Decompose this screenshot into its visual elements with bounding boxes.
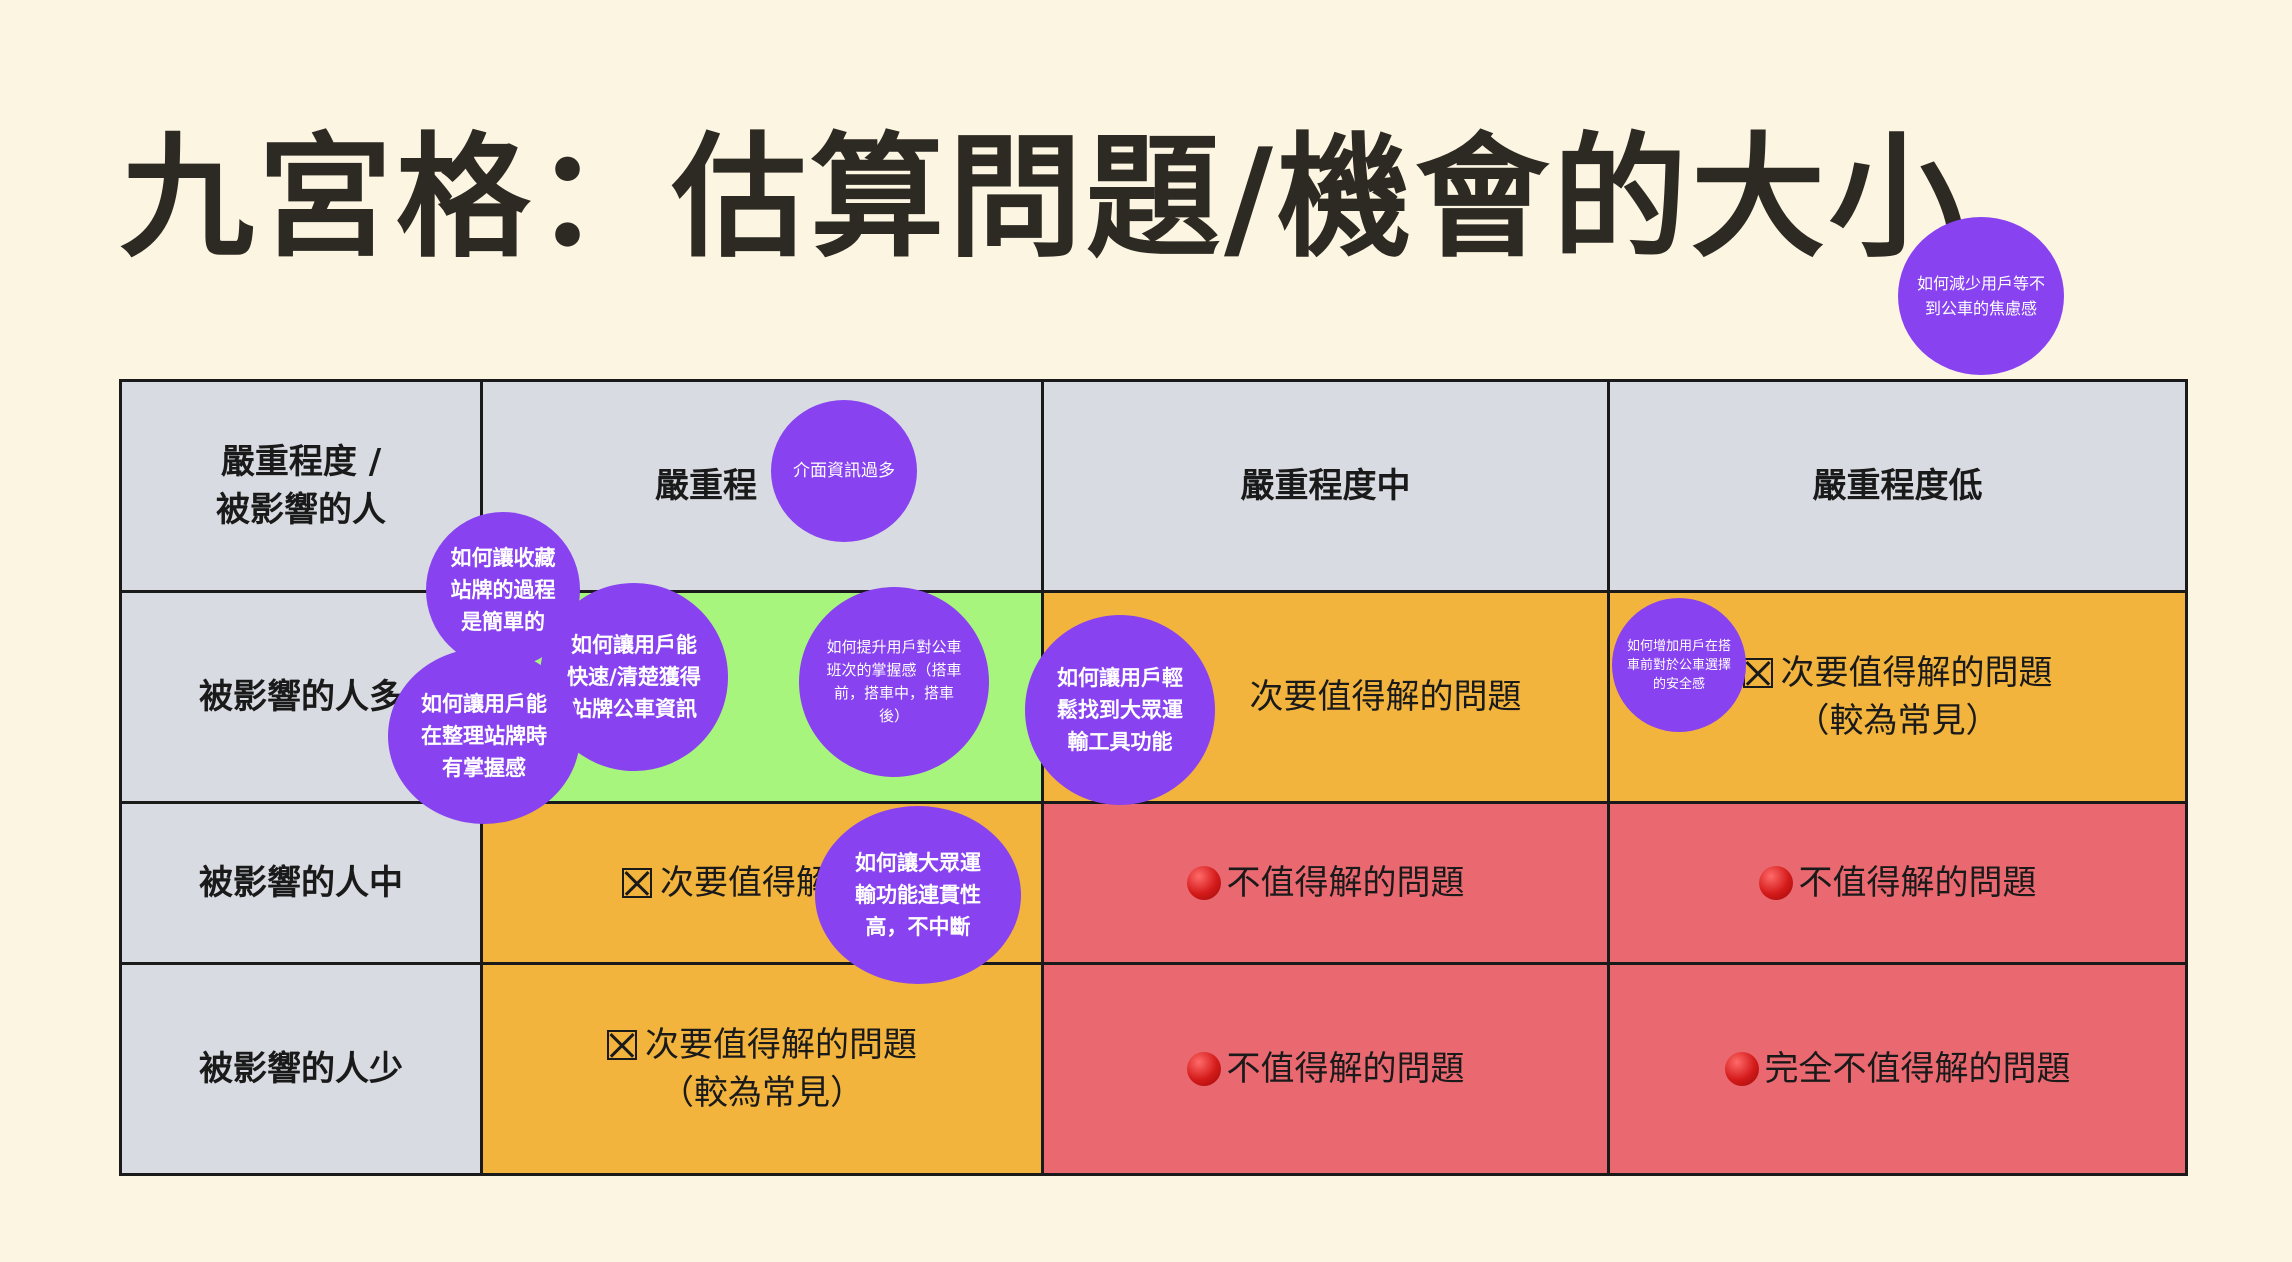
sticky-bubble-organize-control[interactable]: 如何讓用戶能在整理站牌時有掌握感 (388, 648, 580, 824)
cell-medium-low-text: 不值得解的問題 (1798, 863, 2037, 903)
cell-few-high-line2: （較為常見） (660, 1073, 864, 1113)
cell-few-high-line1: 次要值得解的問題 (645, 1025, 917, 1065)
col-header-medium: 嚴重程度中 (1041, 379, 1610, 593)
corner-header-line1: 嚴重程度 / (220, 442, 382, 482)
row-header-few: 被影響的人少 (119, 962, 483, 1176)
sticky-bubble-continuity[interactable]: 如何讓大眾運輸功能連貫性高，不中斷 (815, 806, 1021, 984)
cell-medium-low: 不值得解的問題 (1607, 801, 2188, 965)
corner-header: 嚴重程度 / 被影響的人 (119, 379, 483, 593)
cell-few-low: 完全不值得解的問題 (1607, 962, 2188, 1176)
cell-many-low-line2: （較為常見） (1795, 701, 2000, 741)
sticky-bubble-anxiety[interactable]: 如何減少用戶等不到公車的焦慮感 (1898, 217, 2064, 375)
red-circle-icon (1186, 866, 1221, 900)
col-header-low: 嚴重程度低 (1607, 379, 2188, 593)
row-header-medium: 被影響的人中 (119, 801, 483, 965)
nine-grid-table: 嚴重程度 / 被影響的人 嚴重程 嚴重程度中 嚴重程度低 被影響的人多 問題 )… (119, 379, 2188, 1176)
cell-few-medium: 不值得解的問題 (1041, 962, 1610, 1176)
cell-few-high: 次要值得解的問題 （較為常見） (480, 962, 1044, 1176)
sticky-bubble-info-overload[interactable]: 介面資訊過多 (771, 400, 917, 542)
cell-many-low-line1: 次要值得解的問題 (1780, 653, 2053, 693)
ballot-box-icon (1742, 658, 1773, 688)
cell-medium-medium-text: 不值得解的問題 (1226, 863, 1465, 903)
col-header-high: 嚴重程 (480, 379, 1044, 593)
ballot-box-icon (607, 1030, 637, 1060)
sticky-bubble-safety[interactable]: 如何增加用戶在搭車前對於公車選擇的安全感 (1612, 598, 1746, 732)
red-circle-icon (1186, 1052, 1221, 1086)
sticky-bubble-find-transit[interactable]: 如何讓用戶輕鬆找到大眾運輸工具功能 (1025, 615, 1215, 805)
red-circle-icon (1758, 866, 1793, 900)
page-title: 九宮格：估算問題/機會的大小 (120, 120, 1967, 276)
cell-few-low-text: 完全不值得解的問題 (1764, 1049, 2071, 1089)
col-header-high-label: 嚴重程 (655, 466, 757, 506)
cell-few-medium-text: 不值得解的問題 (1226, 1049, 1465, 1089)
cell-medium-high-text: 次要值得解 (660, 863, 830, 903)
cell-medium-medium: 不值得解的問題 (1041, 801, 1610, 965)
sticky-bubble-schedule-grasp[interactable]: 如何提升用戶對公車班次的掌握感（搭車前，搭車中，搭車後） (799, 587, 989, 777)
cell-many-medium-text: 次要值得解的問題 (1249, 677, 1522, 717)
ballot-box-icon (622, 868, 652, 898)
corner-header-line2: 被影響的人 (216, 490, 386, 530)
red-circle-icon (1724, 1052, 1759, 1086)
